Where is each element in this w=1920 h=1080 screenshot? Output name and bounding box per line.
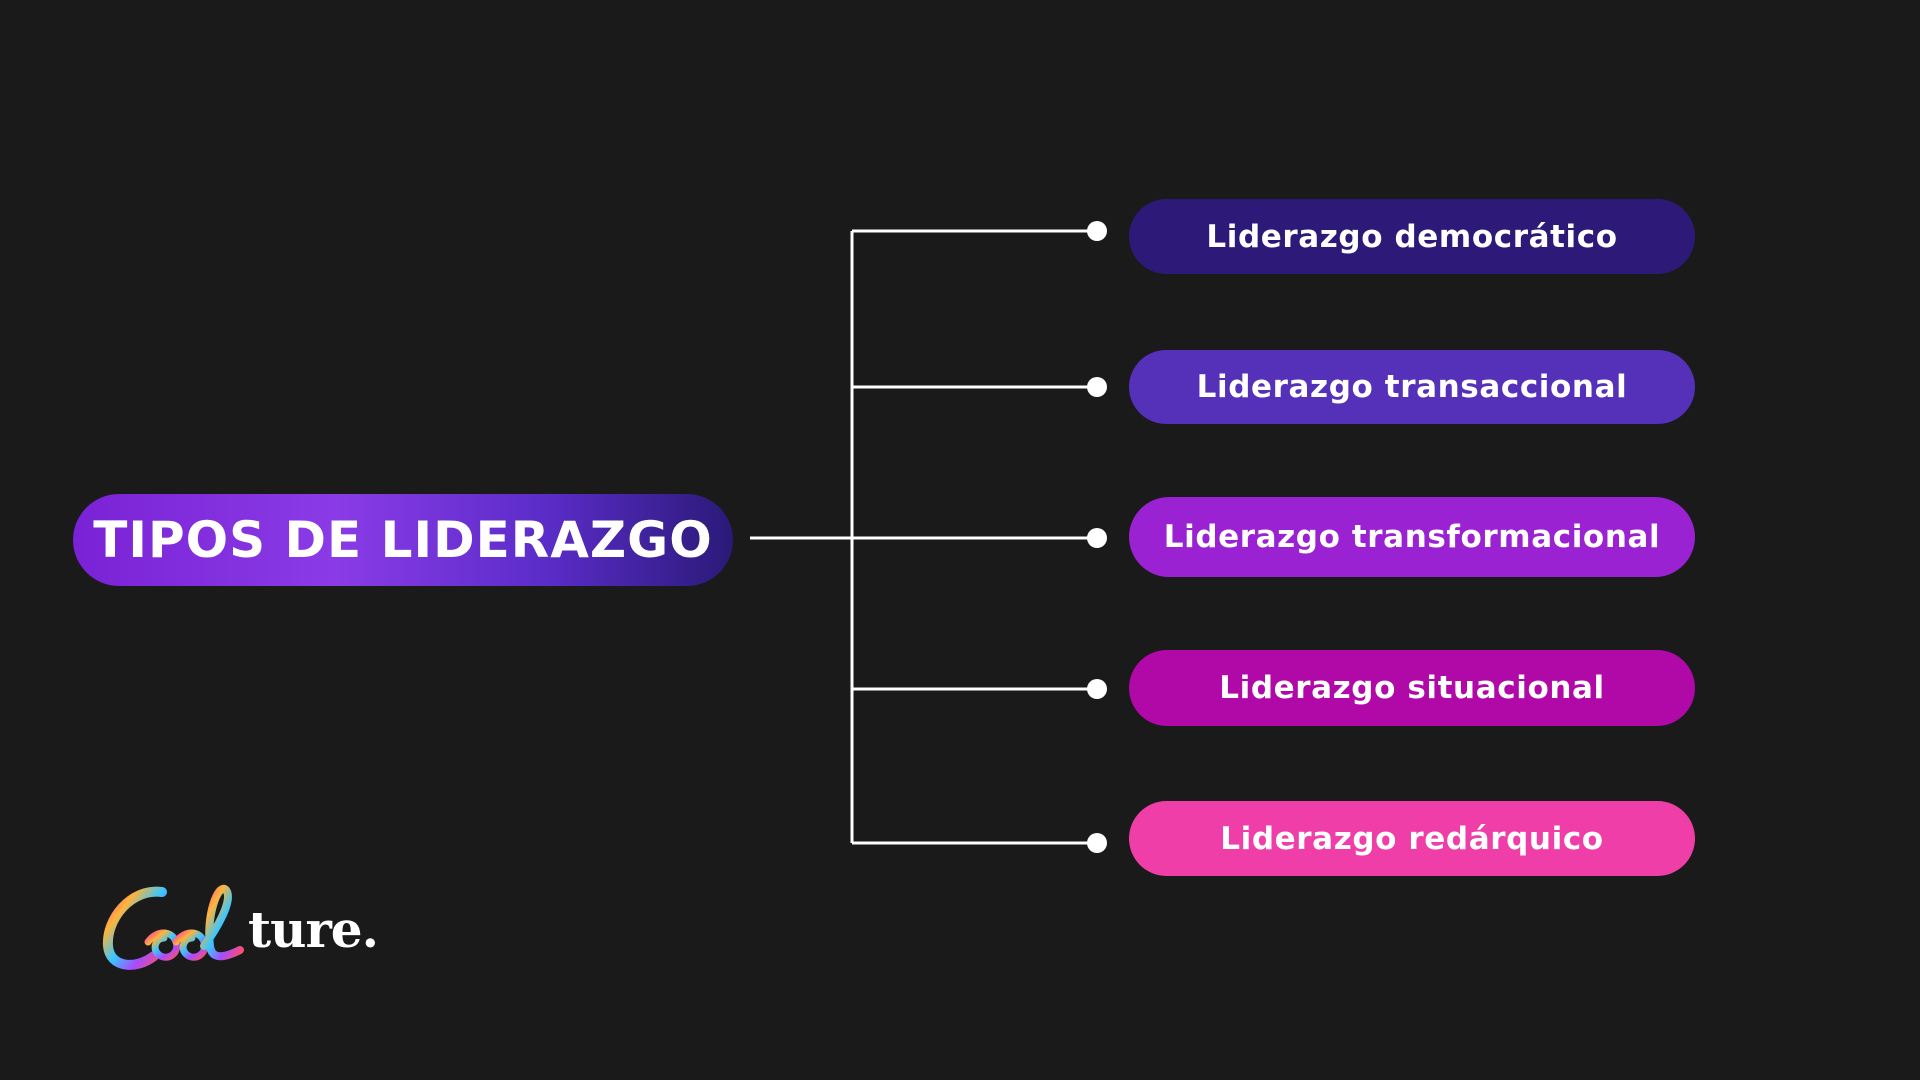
branch-endpoint-dot	[1087, 377, 1107, 397]
branch-endpoint-dot	[1087, 679, 1107, 699]
branch-label: Liderazgo situacional	[1219, 670, 1605, 706]
branch-endpoint-dot	[1087, 833, 1107, 853]
root-node-label: TIPOS DE LIDERAZGO	[93, 511, 713, 569]
branch-node-transformacional: Liderazgo transformacional	[1129, 497, 1695, 577]
branch-node-transaccional: Liderazgo transaccional	[1129, 350, 1695, 424]
branch-node-situacional: Liderazgo situacional	[1129, 650, 1695, 726]
branch-label: Liderazgo transformacional	[1163, 519, 1661, 555]
branch-label: Liderazgo democrático	[1206, 218, 1618, 255]
logo-wordmark: ture.	[248, 900, 379, 959]
coolture-logo: ture.	[100, 880, 380, 980]
branch-connectors	[852, 221, 1107, 853]
root-node: TIPOS DE LIDERAZGO	[73, 494, 733, 586]
branch-node-democratico: Liderazgo democrático	[1129, 199, 1695, 274]
branch-endpoint-dot	[1087, 221, 1107, 241]
branch-label: Liderazgo redárquico	[1220, 820, 1604, 857]
logo-script-icon	[102, 884, 244, 970]
branch-node-redarquico: Liderazgo redárquico	[1129, 801, 1695, 876]
branch-label: Liderazgo transaccional	[1196, 369, 1628, 405]
branch-endpoint-dot	[1087, 528, 1107, 548]
